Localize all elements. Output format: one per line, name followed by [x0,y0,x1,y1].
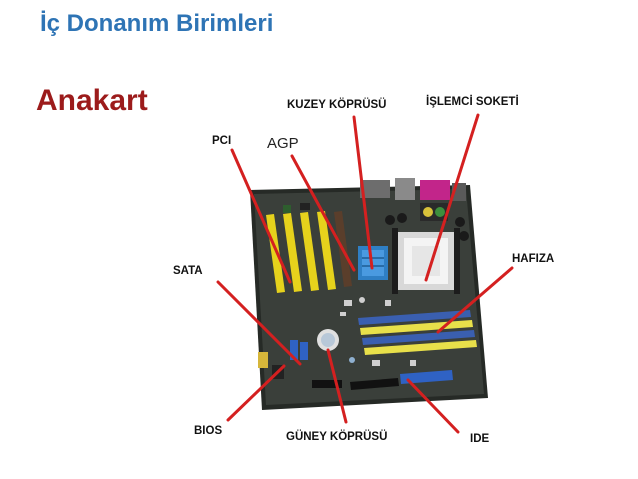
pointer-hafiza [436,266,514,334]
pointer-ide [406,378,460,434]
label-kuzey-koprusu: KUZEY KÖPRÜSÜ [287,98,386,111]
slide-title: İç Donanım Birimleri [40,10,274,37]
label-bios: BIOS [194,425,222,437]
label-sata: SATA [173,265,203,277]
label-agp: AGP [267,135,299,152]
label-hafiza: HAFIZA [512,253,554,265]
label-ide: IDE [470,433,490,445]
pointer-islemci-soketi [424,113,480,282]
pointer-sata [216,280,302,366]
pointer-bios [226,364,286,422]
label-pci: PCI [212,135,231,147]
pointer-guney-koprusu [326,348,348,424]
pointer-agp [290,154,356,272]
pointer-kuzey-koprusu [352,115,374,270]
slide-subtitle: Anakart [36,84,148,117]
pointer-lines [216,113,514,434]
label-islemci-soketi: İŞLEMCİ SOKETİ [426,95,519,108]
pointer-pci [230,148,292,284]
label-guney-koprusu: GÜNEY KÖPRÜSÜ [286,430,387,443]
motherboard-image [250,178,488,410]
